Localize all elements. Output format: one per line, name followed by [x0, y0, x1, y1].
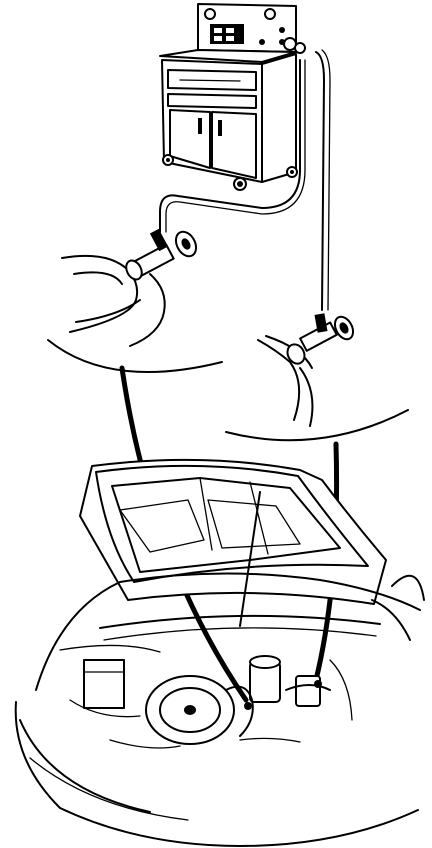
engine-components	[59, 644, 353, 749]
detail-view-left	[47, 228, 232, 374]
gauge-left-icon	[204, 8, 216, 20]
hose-coupler-icon	[286, 313, 355, 365]
detail-view-right	[225, 313, 409, 442]
car-engine-bay-icon	[14, 458, 425, 847]
gauge-right-icon	[264, 8, 276, 20]
service-port-high-icon	[314, 680, 322, 688]
service-hoses	[159, 49, 331, 311]
service-port-low-icon	[244, 702, 252, 710]
hose-coupler-icon	[125, 228, 198, 281]
battery-icon	[83, 659, 125, 709]
service-cart-icon	[159, 3, 306, 191]
